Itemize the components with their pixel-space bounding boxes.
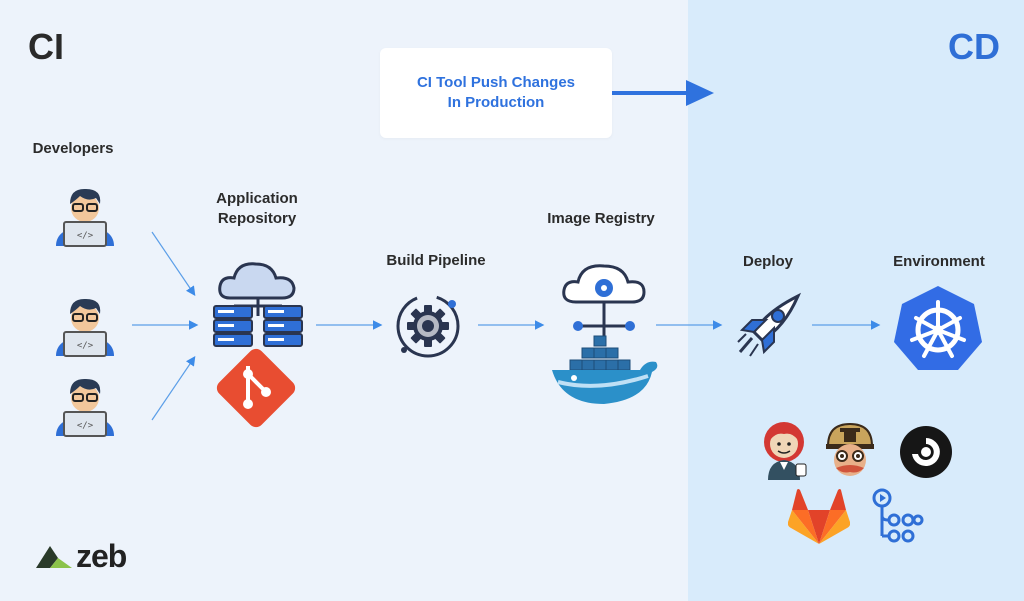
svg-text:</>: </> [77, 231, 94, 241]
kubernetes-icon [894, 284, 982, 370]
zeb-logo-mark-icon [36, 545, 72, 568]
app-repo-label-line-1: Application [216, 190, 298, 207]
svg-text:</>: </> [77, 341, 94, 351]
developer-icon: </> [50, 372, 120, 438]
deploy-label: Deploy [742, 253, 793, 270]
repository-icon [208, 254, 308, 432]
developers-label: Developers [32, 140, 114, 157]
developer-icon: </> [50, 182, 120, 248]
circleci-icon [898, 424, 954, 480]
docker-registry-icon [548, 258, 664, 408]
rocket-icon [732, 290, 804, 362]
callout-arrow [612, 80, 714, 106]
github-actions-icon [872, 488, 924, 546]
arrow-dev3-repo [151, 356, 196, 421]
gitlab-icon [788, 488, 850, 546]
callout-line-2: In Production [447, 94, 545, 111]
zeb-logo-text: zeb [76, 538, 127, 574]
callout-line-1: CI Tool Push Changes [416, 74, 576, 91]
ci-callout-box: CI Tool Push Changes In Production [380, 48, 612, 138]
build-pipeline-label: Build Pipeline [386, 252, 486, 269]
cd-panel [688, 0, 1024, 601]
cd-heading: CD [948, 26, 1000, 67]
ci-heading: CI [28, 26, 64, 67]
svg-text:</>: </> [77, 421, 94, 431]
environment-label: Environment [893, 253, 985, 270]
zeb-logo: zeb [36, 538, 127, 575]
app-repo-label: Application Repository [196, 189, 318, 229]
app-repo-label-line-2: Repository [217, 210, 297, 227]
jenkins-icon [758, 418, 810, 480]
image-registry-label: Image Registry [547, 210, 655, 227]
travis-ci-icon [822, 420, 878, 478]
arrow-dev1-repo [151, 231, 196, 296]
developer-icon: </> [50, 292, 120, 358]
gear-icon [394, 292, 462, 360]
